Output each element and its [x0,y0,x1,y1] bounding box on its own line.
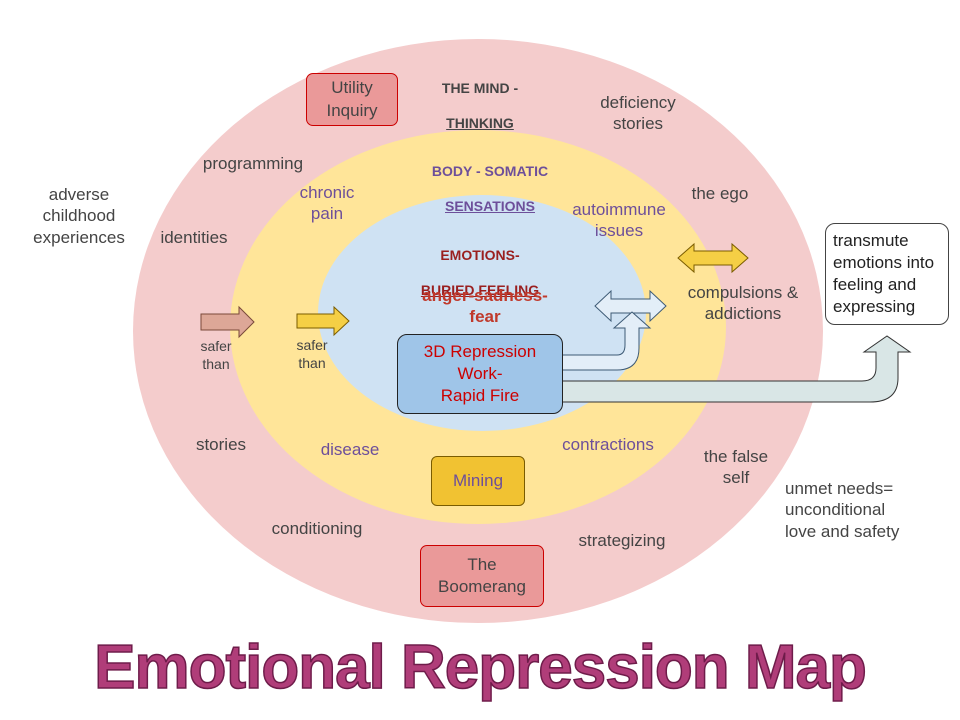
label-conditioning: conditioning [271,519,363,538]
emotions-ring-title: EMOTIONS- BURIED FEELING [400,229,560,317]
label-safer-than-1: safer than [200,338,232,372]
label-unmet-needs: unmet needs= unconditional love and safe… [785,479,900,541]
body-title-line2: SENSATIONS [445,197,535,214]
double-arrow-compulsions [677,242,749,274]
label-the-false-self: the false self [703,447,769,488]
diagram-title: Emotional Repression Map [93,632,867,703]
repression-work-box[interactable]: 3D Repression Work- Rapid Fire [397,334,563,414]
utility-inquiry-box[interactable]: Utility Inquiry [306,73,398,126]
bent-arrow-long [561,335,912,403]
emotions-title-line2: BURIED FEELING [420,281,540,298]
transmute-box[interactable]: transmute emotions into feeling and expr… [825,223,949,325]
label-strategizing: strategizing [578,531,666,550]
label-adverse-childhood-experiences: adverse childhood experiences [33,185,125,247]
body-title-line1: BODY - SOMATIC [431,162,549,179]
bent-arrow-up [561,311,652,371]
label-compulsions-addictions: compulsions & addictions [687,283,799,324]
label-contractions: contractions [562,435,654,454]
double-arrow-emotions [594,289,667,323]
label-autoimmune-issues: autoimmune issues [572,200,666,241]
label-anger-sadness-fear: anger-sadness- fear [422,286,548,327]
label-safer-than-2: safer than [296,337,328,371]
safer-arrow-2 [296,305,350,337]
boomerang-box[interactable]: The Boomerang [420,545,544,607]
label-the-ego: the ego [691,184,749,203]
label-deficiency-stories: deficiency stories [600,93,676,134]
mind-ring-title: THE MIND - THINKING [410,62,550,150]
mind-title-line2: THINKING [446,114,514,131]
label-identities: identities [160,228,228,247]
label-stories: stories [195,435,247,454]
mining-box[interactable]: Mining [431,456,525,506]
label-chronic-pain: chronic pain [299,183,355,224]
emotions-title-line1: EMOTIONS- [440,246,520,263]
label-programming: programming [202,154,304,173]
safer-arrow-1 [200,305,255,339]
body-ring-title: BODY - SOMATIC SENSATIONS [400,145,580,233]
mind-title-line1: THE MIND - [441,79,519,96]
label-disease: disease [320,440,380,459]
